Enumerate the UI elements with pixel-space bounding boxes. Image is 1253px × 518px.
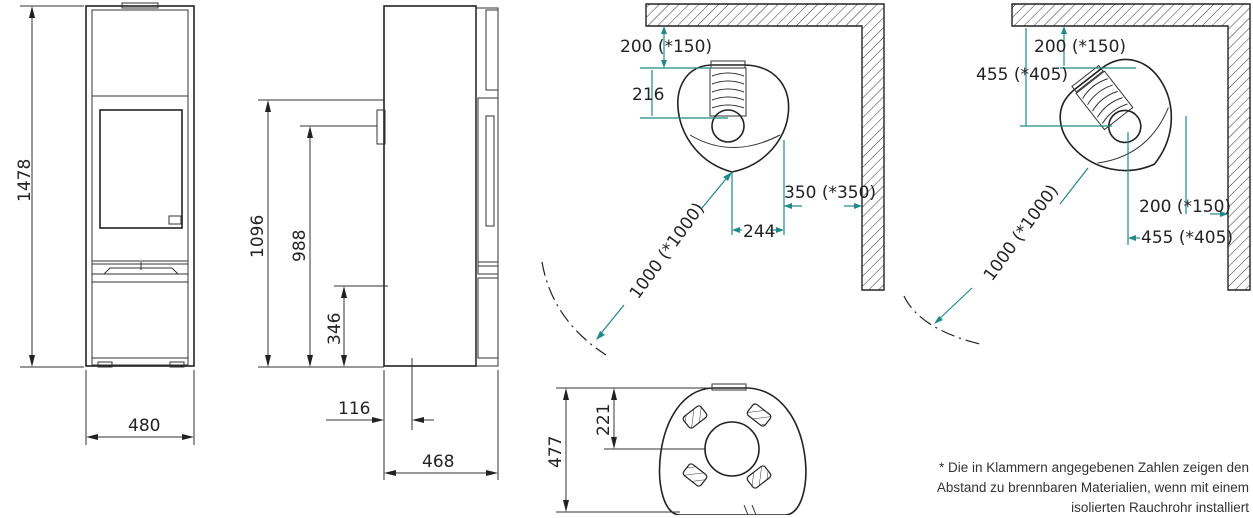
side-view: 1096 988 346 116 468 — [248, 5, 499, 480]
top-view: 221 477 — [546, 383, 807, 515]
footnote-line-2: Abstand zu brennbaren Materialien, wenn … — [936, 480, 1249, 495]
right-side-clearance: 200 (*150) — [1139, 197, 1231, 217]
front-width-label: 480 — [128, 416, 160, 436]
side-height-1096: 1096 — [248, 215, 268, 258]
footnote-line-3: isolierten Rauchrohr installiert — [1071, 500, 1249, 515]
side-depth-468: 468 — [422, 452, 454, 472]
left-offset-216: 216 — [632, 85, 664, 105]
right-front-clearance: 1000 (*1000) — [980, 181, 1063, 285]
side-height-346: 346 — [325, 313, 345, 345]
side-height-988: 988 — [290, 230, 310, 262]
left-offset-244: 244 — [743, 222, 775, 242]
burner-vent-bottom-left — [682, 463, 708, 487]
right-side-offset: 455 (*405) — [1141, 228, 1233, 248]
right-rear-clearance: 200 (*150) — [1034, 37, 1126, 57]
burner-vent-bottom-right — [746, 465, 772, 489]
front-view: 1478 480 — [15, 2, 195, 445]
side-offset-116: 116 — [338, 399, 370, 419]
corner-plan-left: 200 (*150) 216 350 (*350) 244 1000 (*100… — [541, 3, 885, 356]
footnote: * Die in Klammern angegebenen Zahlen zei… — [859, 458, 1249, 518]
burner-vent-top-right — [746, 403, 772, 427]
left-rear-clearance: 200 (*150) — [620, 37, 712, 57]
burner-vent-top-left — [682, 405, 708, 429]
top-depth-477: 477 — [546, 436, 566, 468]
corner-plan-right: 200 (*150) 455 (*405) 200 (*150) 455 (*4… — [903, 3, 1251, 346]
front-height-label: 1478 — [15, 159, 35, 202]
left-side-clearance: 350 (*350) — [784, 183, 876, 203]
right-offset-455: 455 (*405) — [976, 65, 1068, 85]
top-offset-221: 221 — [594, 404, 614, 436]
left-front-clearance: 1000 (*1000) — [626, 199, 709, 303]
footnote-line-1: * Die in Klammern angegebenen Zahlen zei… — [939, 460, 1249, 475]
